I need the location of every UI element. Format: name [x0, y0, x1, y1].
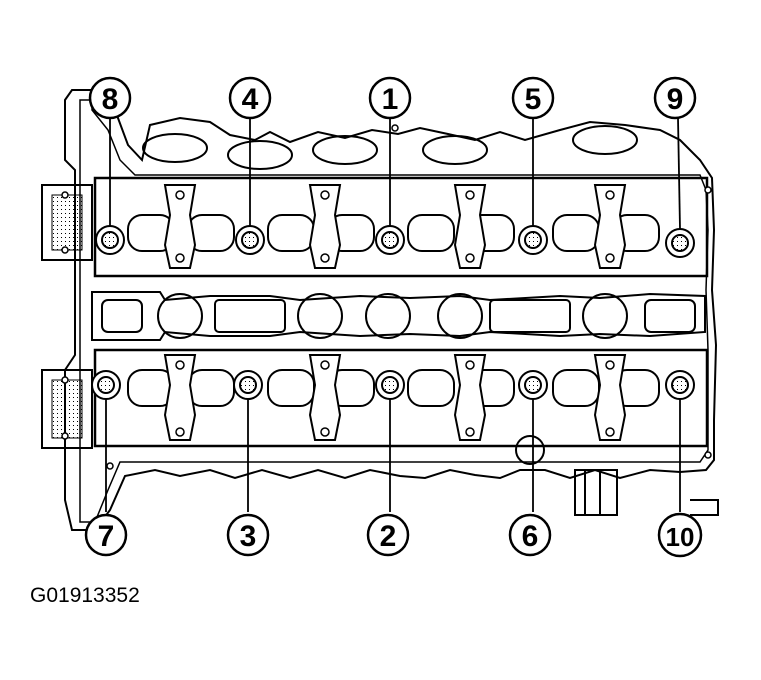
callout-8: 8 — [88, 76, 132, 120]
lower-bearing-caps — [163, 354, 627, 441]
callout-label-8: 8 — [102, 83, 119, 116]
callout-label-1: 1 — [382, 83, 399, 116]
callout-label-4: 4 — [242, 83, 259, 116]
bolt-8 — [95, 225, 125, 255]
callout-10: 10 — [657, 512, 703, 558]
front-tab-upper — [41, 184, 93, 261]
callout-label-10: 10 — [666, 522, 695, 552]
upper-bearing-caps — [163, 184, 627, 269]
bolt-9 — [665, 228, 695, 258]
callout-1: 1 — [368, 76, 412, 120]
bolt-10 — [665, 370, 695, 400]
bolt-6 — [518, 370, 548, 400]
bolt-1 — [375, 225, 405, 255]
head-inner-outline — [79, 99, 709, 523]
figure-id: G01913352 — [30, 584, 140, 607]
head-outline — [64, 89, 718, 531]
callout-3: 3 — [226, 513, 270, 557]
callout-label-5: 5 — [525, 83, 542, 116]
callout-label-7: 7 — [98, 520, 115, 553]
callout-5: 5 — [511, 76, 555, 120]
intake-ports — [142, 125, 638, 170]
bolt-7 — [91, 370, 121, 400]
bolt-4 — [235, 225, 265, 255]
callout-9: 9 — [653, 76, 697, 120]
front-tab-upper-inner — [51, 194, 83, 251]
callout-6: 6 — [508, 513, 552, 557]
upper-camshaft-bank — [93, 176, 709, 278]
callout-label-2: 2 — [380, 520, 397, 553]
callout-label-3: 3 — [240, 520, 257, 553]
head-bolts — [91, 225, 695, 400]
callout-2: 2 — [366, 513, 410, 557]
bolt-3 — [233, 370, 263, 400]
front-tab-lower — [41, 369, 93, 449]
bolt-5 — [518, 225, 548, 255]
leader-lines — [105, 117, 681, 512]
callout-label-9: 9 — [667, 83, 684, 116]
callout-4: 4 — [228, 76, 272, 120]
middle-gallery — [91, 291, 706, 341]
rear-bracket — [515, 435, 719, 516]
cap-fasteners — [61, 124, 712, 470]
bolt-2 — [375, 370, 405, 400]
lower-camshaft-bank — [93, 348, 709, 448]
callout-7: 7 — [84, 513, 128, 557]
callout-label-6: 6 — [522, 520, 539, 553]
front-tab-lower-inner — [51, 379, 83, 439]
